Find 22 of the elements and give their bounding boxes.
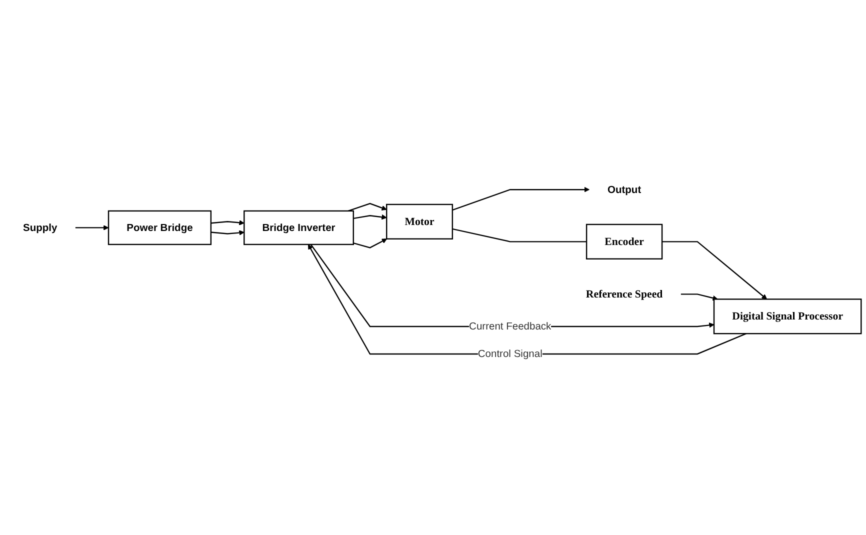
arrow <box>353 214 387 220</box>
node-box: Motor <box>386 204 454 240</box>
edge-label: Current Feedback <box>469 320 552 332</box>
arrow <box>452 187 590 211</box>
arrow <box>680 294 718 301</box>
node-box: Bridge Inverter <box>244 210 354 246</box>
node-text: Supply <box>22 222 58 234</box>
node-text: Output <box>607 184 642 196</box>
arrow <box>308 244 747 355</box>
arrow <box>210 220 244 226</box>
node-text: Reference Speed <box>586 288 663 300</box>
node-box: Power Bridge <box>108 210 212 246</box>
arrow <box>310 244 714 328</box>
node-box: Digital Signal Processor <box>713 298 862 334</box>
arrow <box>210 230 244 236</box>
arrow <box>348 203 387 212</box>
arrow <box>662 241 768 300</box>
edge-label: Control Signal <box>478 348 542 360</box>
arrow <box>353 238 388 249</box>
connector <box>452 228 587 242</box>
arrow <box>75 225 109 231</box>
node-box: Encoder <box>586 224 663 260</box>
